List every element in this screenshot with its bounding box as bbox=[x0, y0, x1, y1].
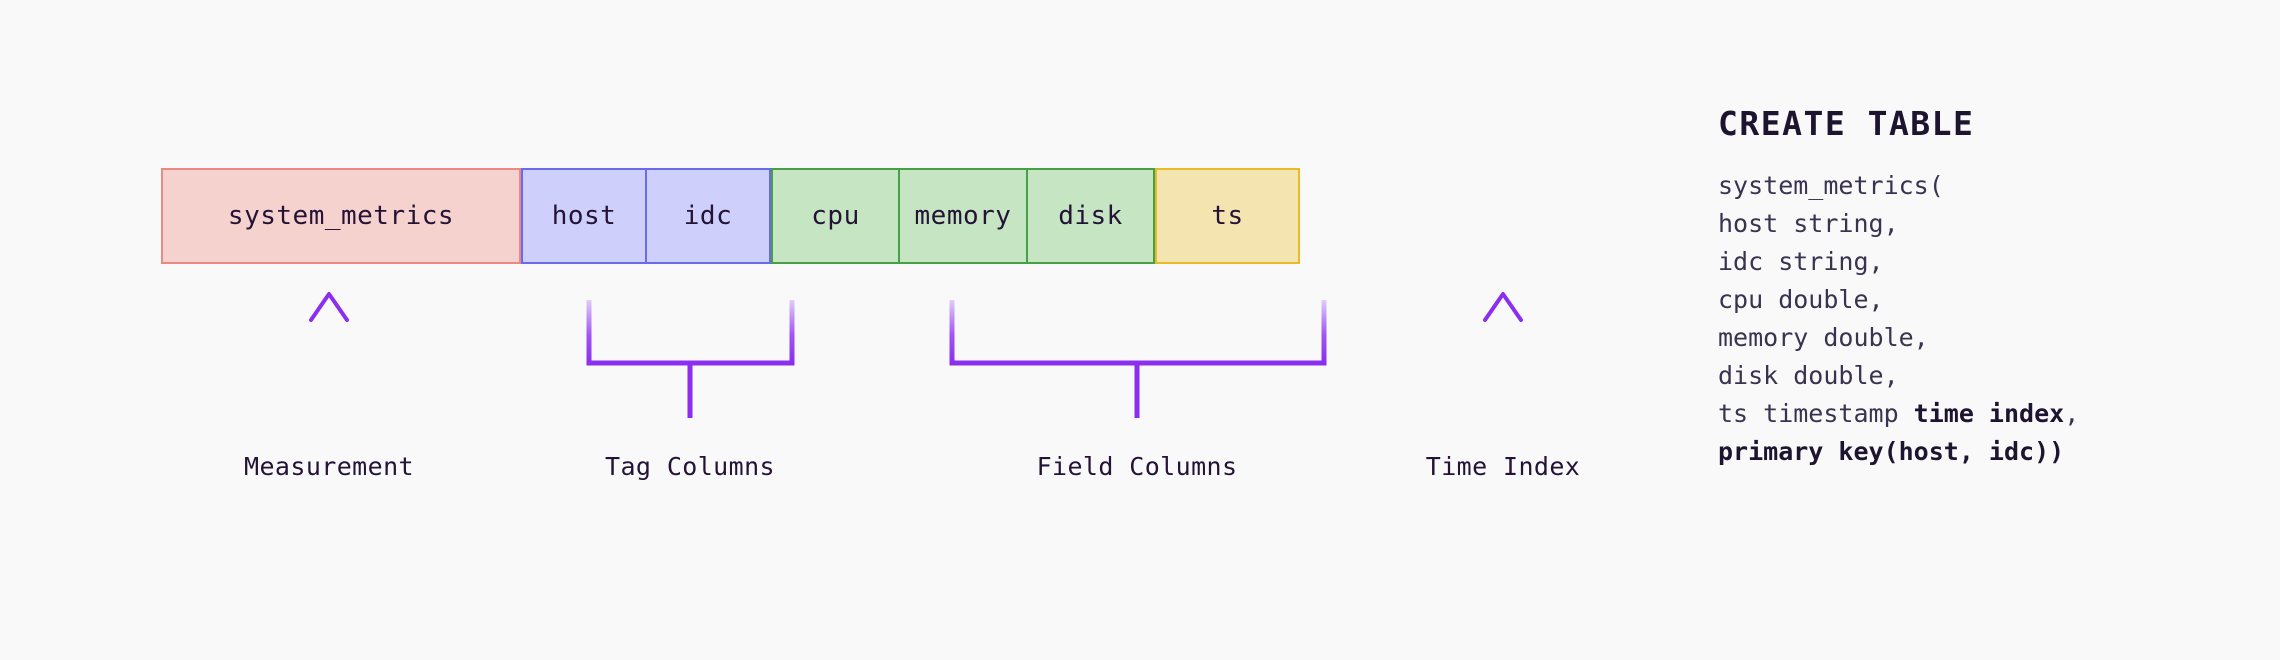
sql-line: primary key(host, idc)) bbox=[1718, 433, 2238, 471]
connector-bracket-tag-columns bbox=[586, 300, 795, 418]
sql-panel: CREATE TABLE system_metrics(host string,… bbox=[1718, 104, 2238, 471]
schema-strip: system_metrics host idc cpu memory disk … bbox=[161, 168, 1300, 264]
sql-line: host string, bbox=[1718, 209, 1899, 238]
schema-cell-memory: memory bbox=[899, 168, 1027, 264]
schema-cell-host: host bbox=[521, 168, 646, 264]
connector-arrow-time-index bbox=[1483, 292, 1523, 413]
caption-field-columns: Field Columns bbox=[1036, 452, 1238, 481]
caption-tag-columns: Tag Columns bbox=[605, 452, 775, 481]
sql-statement-body: system_metrics(host string, idc string, cp… bbox=[1718, 167, 2238, 471]
schema-cell-cpu: cpu bbox=[771, 168, 899, 264]
sql-line: cpu double, bbox=[1718, 285, 1884, 314]
sql-keyword: primary key(host, idc)) bbox=[1718, 437, 2065, 466]
connector-bracket-field-columns bbox=[949, 300, 1327, 418]
sql-heading: CREATE TABLE bbox=[1718, 104, 1975, 143]
caption-time-index: Time Index bbox=[1425, 452, 1581, 481]
sql-line: idc string, bbox=[1718, 247, 1884, 276]
sql-line: ts timestamp time index, bbox=[1718, 399, 2080, 428]
schema-cell-measurement: system_metrics bbox=[161, 168, 521, 264]
schema-cell-ts: ts bbox=[1155, 168, 1300, 264]
connector-arrow-measurement bbox=[309, 292, 349, 413]
schema-cell-idc: idc bbox=[646, 168, 771, 264]
schema-cell-disk: disk bbox=[1027, 168, 1155, 264]
sql-keyword: time index bbox=[1913, 399, 2065, 428]
sql-line: disk double, bbox=[1718, 361, 1899, 390]
caption-measurement: Measurement bbox=[244, 452, 414, 481]
sql-line: system_metrics( bbox=[1718, 171, 1944, 200]
sql-line: memory double, bbox=[1718, 323, 1929, 352]
